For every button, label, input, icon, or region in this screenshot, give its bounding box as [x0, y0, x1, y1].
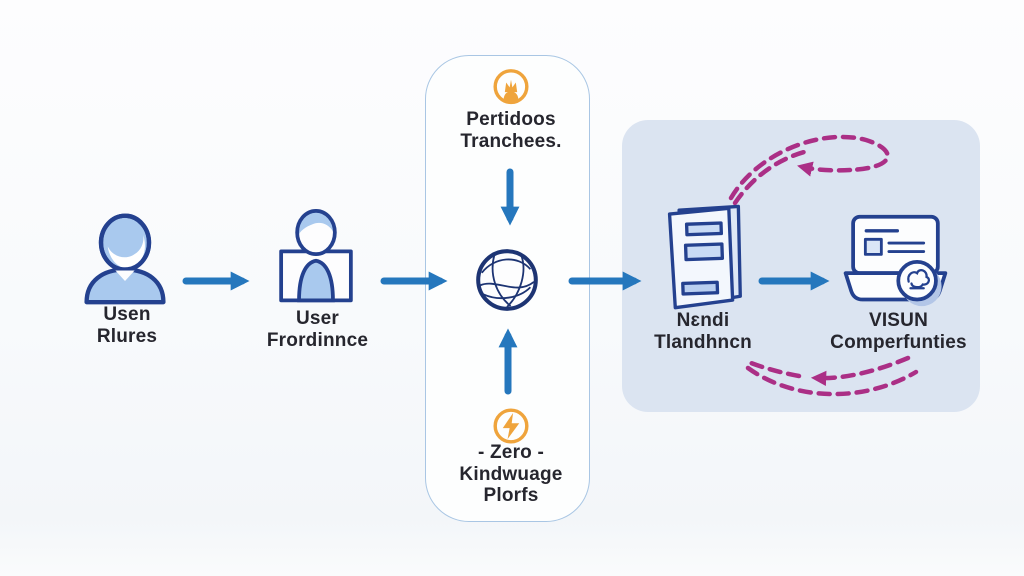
zero-label-line2: Kindwuage [459, 463, 563, 485]
visun-label-line2: Comperfunties [830, 331, 967, 353]
ledger-document-icon [667, 204, 742, 310]
ledger-label-line1: Nɛndi [676, 310, 730, 331]
zero-label-line1: - Zero - [478, 442, 544, 463]
visun-label: VISUN Comperfunties [806, 310, 991, 353]
crown-badge-icon [493, 69, 529, 105]
ledger-label-line2: Tlandhncn [654, 331, 752, 353]
periodic-label-line1: Pertidoos [466, 109, 556, 130]
ledger-label: Nɛndi Tlandhncn [620, 310, 786, 353]
user1-label-line2: Rlures [96, 325, 158, 347]
user2-label-line1: User [295, 308, 340, 329]
person-icon [84, 213, 166, 305]
zero-label: - Zero - Kindwuage Plorfs [428, 442, 594, 507]
user2-label-line2: Frordinnce [266, 329, 369, 351]
globe-network-icon [476, 249, 538, 311]
visun-label-line1: VISUN [868, 310, 929, 331]
periodic-label-line2: Tranchees. [460, 130, 562, 152]
user1-label: Usen Rlures [52, 304, 202, 347]
person-in-box-icon [279, 208, 353, 303]
lightning-bolt-icon [493, 408, 529, 444]
user1-label-line1: Usen [103, 304, 151, 325]
zero-label-line3: Plorfs [483, 485, 539, 506]
periodic-label: Pertidoos Tranchees. [428, 109, 594, 152]
laptop-badge-icon [843, 214, 948, 307]
user2-label: User Frordinnce [235, 308, 400, 351]
